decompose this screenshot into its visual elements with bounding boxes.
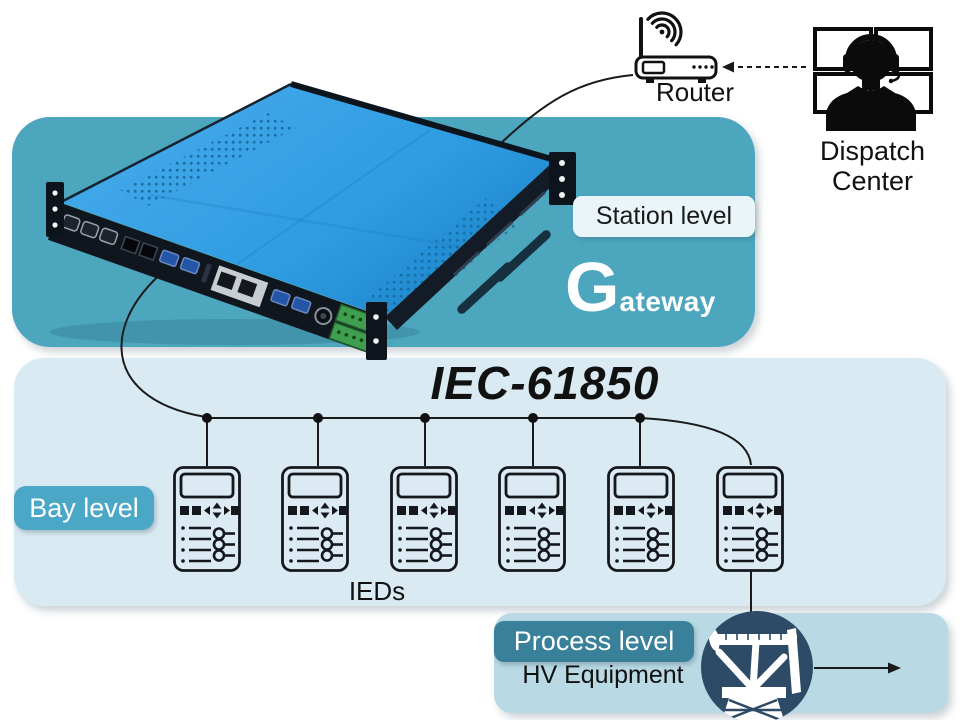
gateway-rest: ateway <box>619 286 716 317</box>
dispatch-center-label: Dispatch Center <box>819 136 926 196</box>
process-level-badge: Process level <box>494 621 694 662</box>
dispatch-to-router-arrow <box>722 61 806 73</box>
process-level-badge-label: Process level <box>513 626 675 656</box>
station-level-badge-label: Station level <box>595 202 733 230</box>
bay-level-badge: Bay level <box>14 486 154 530</box>
router-label: Router <box>655 77 735 107</box>
router-icon <box>634 11 718 83</box>
iec-61850-title: IEC-61850 <box>430 357 660 409</box>
station-level-badge: Station level <box>573 196 755 237</box>
gateway-initial: G <box>565 248 620 326</box>
ieds-label: IEDs <box>348 576 406 606</box>
bay-level-badge-label: Bay level <box>29 492 139 523</box>
dispatch-center-icon <box>813 27 933 131</box>
hv-equipment-label: HV Equipment <box>522 661 684 689</box>
